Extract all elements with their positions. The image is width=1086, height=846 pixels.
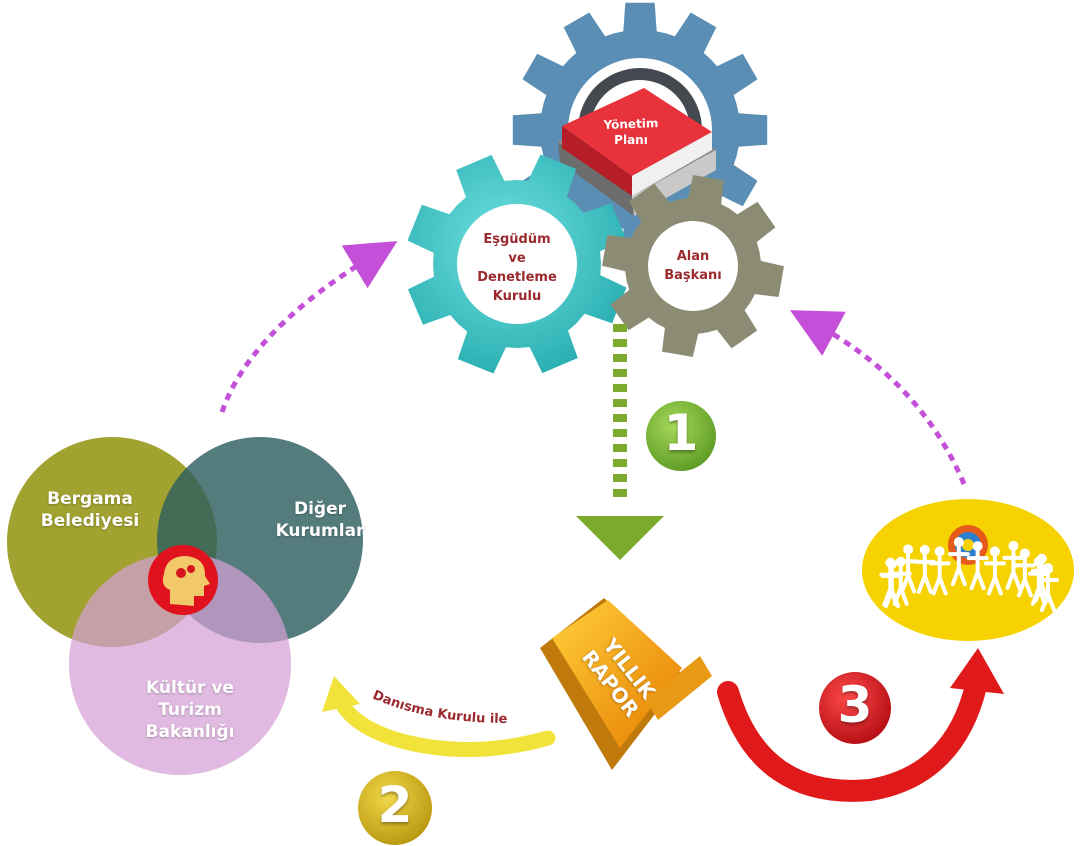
- dotted-arrow-left: [219, 241, 398, 413]
- coordination-board-label: Eşgüdüm ve Denetleme Kurulu: [477, 232, 557, 304]
- step-1-number: 1: [663, 404, 699, 462]
- area-head-gear: [602, 175, 784, 357]
- area-head-label: Alan Başkanı: [664, 249, 722, 283]
- person-figure: [983, 546, 1006, 596]
- management-plan-book-icon: [558, 88, 716, 216]
- people-circle-icon: [879, 525, 1059, 612]
- arrow-2-label: Danısma Kurulu ile: [370, 688, 507, 727]
- venn-circle-ministry: [69, 553, 291, 775]
- ministry-label: Kültür ve Turizm Bakanlığı: [145, 678, 235, 742]
- coordination-board-gear: [407, 154, 627, 374]
- person-figure: [913, 544, 936, 594]
- person-figure: [1002, 540, 1025, 590]
- dotted-arrow-right: [789, 310, 967, 485]
- other-institutions-label: Diğer Kurumlar: [275, 499, 365, 541]
- municipality-label: Bergama Belediyesi: [40, 489, 140, 531]
- publication-arrow: [717, 648, 1004, 802]
- annual-report-icon: [540, 598, 712, 770]
- book-label-line2: Planı: [614, 133, 648, 147]
- step-3-badge: [819, 672, 891, 744]
- step-2-number: 2: [377, 776, 413, 834]
- step-2-badge: [358, 771, 432, 845]
- step-1-badge: [646, 401, 716, 471]
- person-figure: [947, 537, 970, 587]
- person-figure: [1013, 548, 1036, 598]
- consultation-arrow: Danısma Kurulu ile: [322, 676, 556, 758]
- community-group: [862, 499, 1074, 641]
- person-figure: [1037, 563, 1059, 612]
- person-figure: [1030, 553, 1053, 603]
- person-figure: [897, 544, 920, 594]
- person-figure: [966, 541, 989, 591]
- stakeholder-venn: [7, 437, 363, 775]
- green-down-arrow: [576, 324, 664, 560]
- step-3-number: 3: [837, 676, 873, 734]
- person-figure: [928, 546, 951, 596]
- head-with-gears-icon: [162, 556, 210, 606]
